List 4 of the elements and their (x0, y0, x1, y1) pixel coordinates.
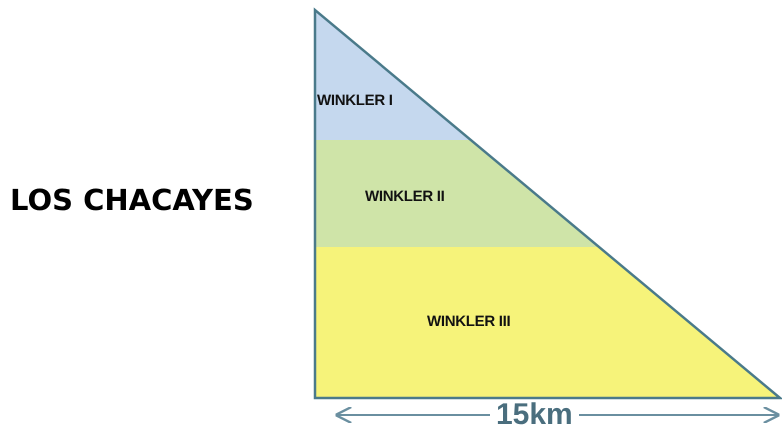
zone-label: WINKLER I (317, 92, 393, 109)
zone-label: WINKLER II (365, 188, 444, 205)
site-name: LOS CHACAYES (10, 183, 254, 217)
zone-label: WINKLER III (427, 313, 510, 330)
